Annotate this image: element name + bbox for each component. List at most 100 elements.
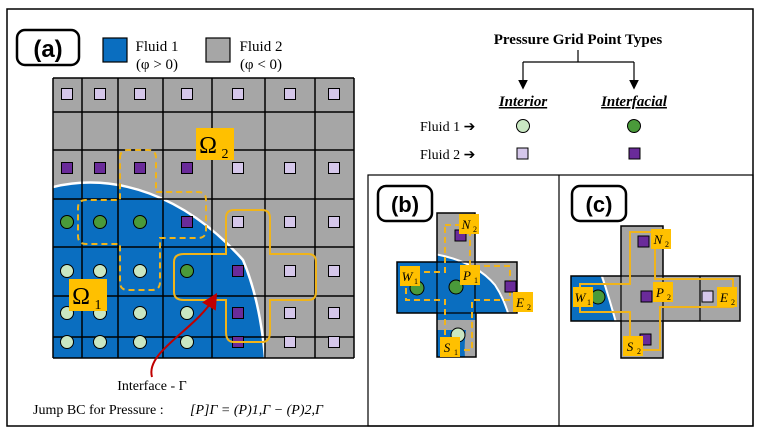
grid-point [94, 162, 106, 174]
fluid1-swatch [102, 37, 128, 63]
panel-c-stencil-outline [579, 231, 734, 351]
stencil-label-sub: 2 [731, 298, 735, 307]
grid-point [60, 335, 74, 349]
grid-point [61, 88, 73, 100]
interface-label: Interface - Γ [117, 379, 187, 394]
grid-point [284, 88, 296, 100]
stencil-label-base: W [575, 290, 587, 305]
lower-right-frame [367, 174, 754, 427]
grid-point [180, 335, 194, 349]
grid-point [328, 336, 340, 348]
fluid2-legend-name: Fluid 2 [240, 39, 283, 55]
grid-point [328, 216, 340, 228]
stencil-label-base: S [444, 340, 451, 355]
panel-b-label-box [376, 184, 434, 223]
stencil-label-base: P [462, 268, 471, 283]
stencil-label-base: E [515, 295, 524, 310]
fluid2-row-label: Fluid 2 ➔ [420, 148, 476, 163]
stencil-label-base: S [627, 339, 634, 354]
stencil-label-sub: 2 [527, 303, 531, 312]
stencil-label-base: P [655, 285, 664, 300]
grid-point [232, 216, 244, 228]
grid-point [133, 264, 147, 278]
interfacial-fluid2-marker [628, 147, 641, 160]
stencil-label-sub: 1 [454, 348, 458, 357]
interior-fluid1-marker [516, 119, 530, 133]
stencil-label-sub: 1 [414, 277, 418, 286]
stencil-label-sub: 1 [587, 298, 591, 307]
grid-point [180, 306, 194, 320]
grid-point [133, 306, 147, 320]
grid-point [232, 88, 244, 100]
grid-point [60, 264, 74, 278]
interface-arrow [150, 292, 218, 378]
grid-point [328, 307, 340, 319]
grid-point [232, 265, 244, 277]
grid-point [181, 162, 193, 174]
grid-point [181, 216, 193, 228]
grid-point [284, 265, 296, 277]
grid-point [284, 216, 296, 228]
fluid1-legend-name: Fluid 1 [136, 39, 179, 55]
omega2-subscript: 2 [222, 147, 229, 162]
fluid1-legend-cond: (φ > 0) [136, 57, 178, 73]
fluid1-row-label: Fluid 1 ➔ [420, 120, 476, 135]
panel-a-label-box [15, 28, 81, 67]
interfacial-stencil-outline [173, 209, 317, 343]
grid-point [284, 162, 296, 174]
stencil-label-base: E [719, 290, 728, 305]
types-legend-title: Pressure Grid Point Types [494, 32, 663, 48]
grid-point-types-legend: Pressure Grid Point Types Interior Inter… [420, 32, 668, 163]
stencil-label-sub: 2 [665, 240, 669, 249]
grid-point [93, 335, 107, 349]
interfacial-heading: Interfacial [600, 94, 668, 110]
interior-fluid2-marker [516, 147, 529, 160]
grid-point [328, 88, 340, 100]
grid-point [94, 88, 106, 100]
grid-point [134, 162, 146, 174]
grid-point [284, 307, 296, 319]
grid-point [133, 335, 147, 349]
panel-c-label-box [570, 184, 628, 223]
grid-point [328, 162, 340, 174]
omega2-symbol: Ω [199, 133, 217, 159]
omega1-subscript: 1 [95, 298, 102, 313]
panel-c-label: (c) [586, 192, 613, 217]
interior-stencil-outline [77, 149, 207, 291]
jump-bc-formula: [P]Γ = (P)1,Γ − (P)2,Γ [190, 403, 324, 418]
panel-b-label: (b) [391, 192, 419, 217]
grid-point [284, 336, 296, 348]
omega1-symbol: Ω [72, 284, 90, 310]
grid-point [232, 307, 244, 319]
grid-point [328, 265, 340, 277]
interior-heading: Interior [498, 94, 548, 110]
stencil-label-base: W [402, 269, 414, 284]
omega2-label-box [196, 128, 234, 160]
grid-point [181, 88, 193, 100]
jump-bc-prefix: Jump BC for Pressure : [33, 403, 164, 418]
grid-point [93, 264, 107, 278]
omega1-label-box [69, 279, 107, 311]
grid-points [60, 88, 340, 349]
grid-point [93, 215, 107, 229]
fluid2-swatch [205, 37, 231, 63]
fluid2-legend-cond: (φ < 0) [240, 57, 282, 73]
panel-a-label: (a) [33, 36, 62, 63]
grid-point [61, 162, 73, 174]
grid-point [60, 215, 74, 229]
stencil-label-sub: 1 [474, 276, 478, 285]
stencil-label-sub: 2 [473, 225, 477, 234]
stencil-label-base: N [653, 232, 664, 247]
grid-point [180, 264, 194, 278]
stencil-label-base: N [461, 217, 472, 232]
